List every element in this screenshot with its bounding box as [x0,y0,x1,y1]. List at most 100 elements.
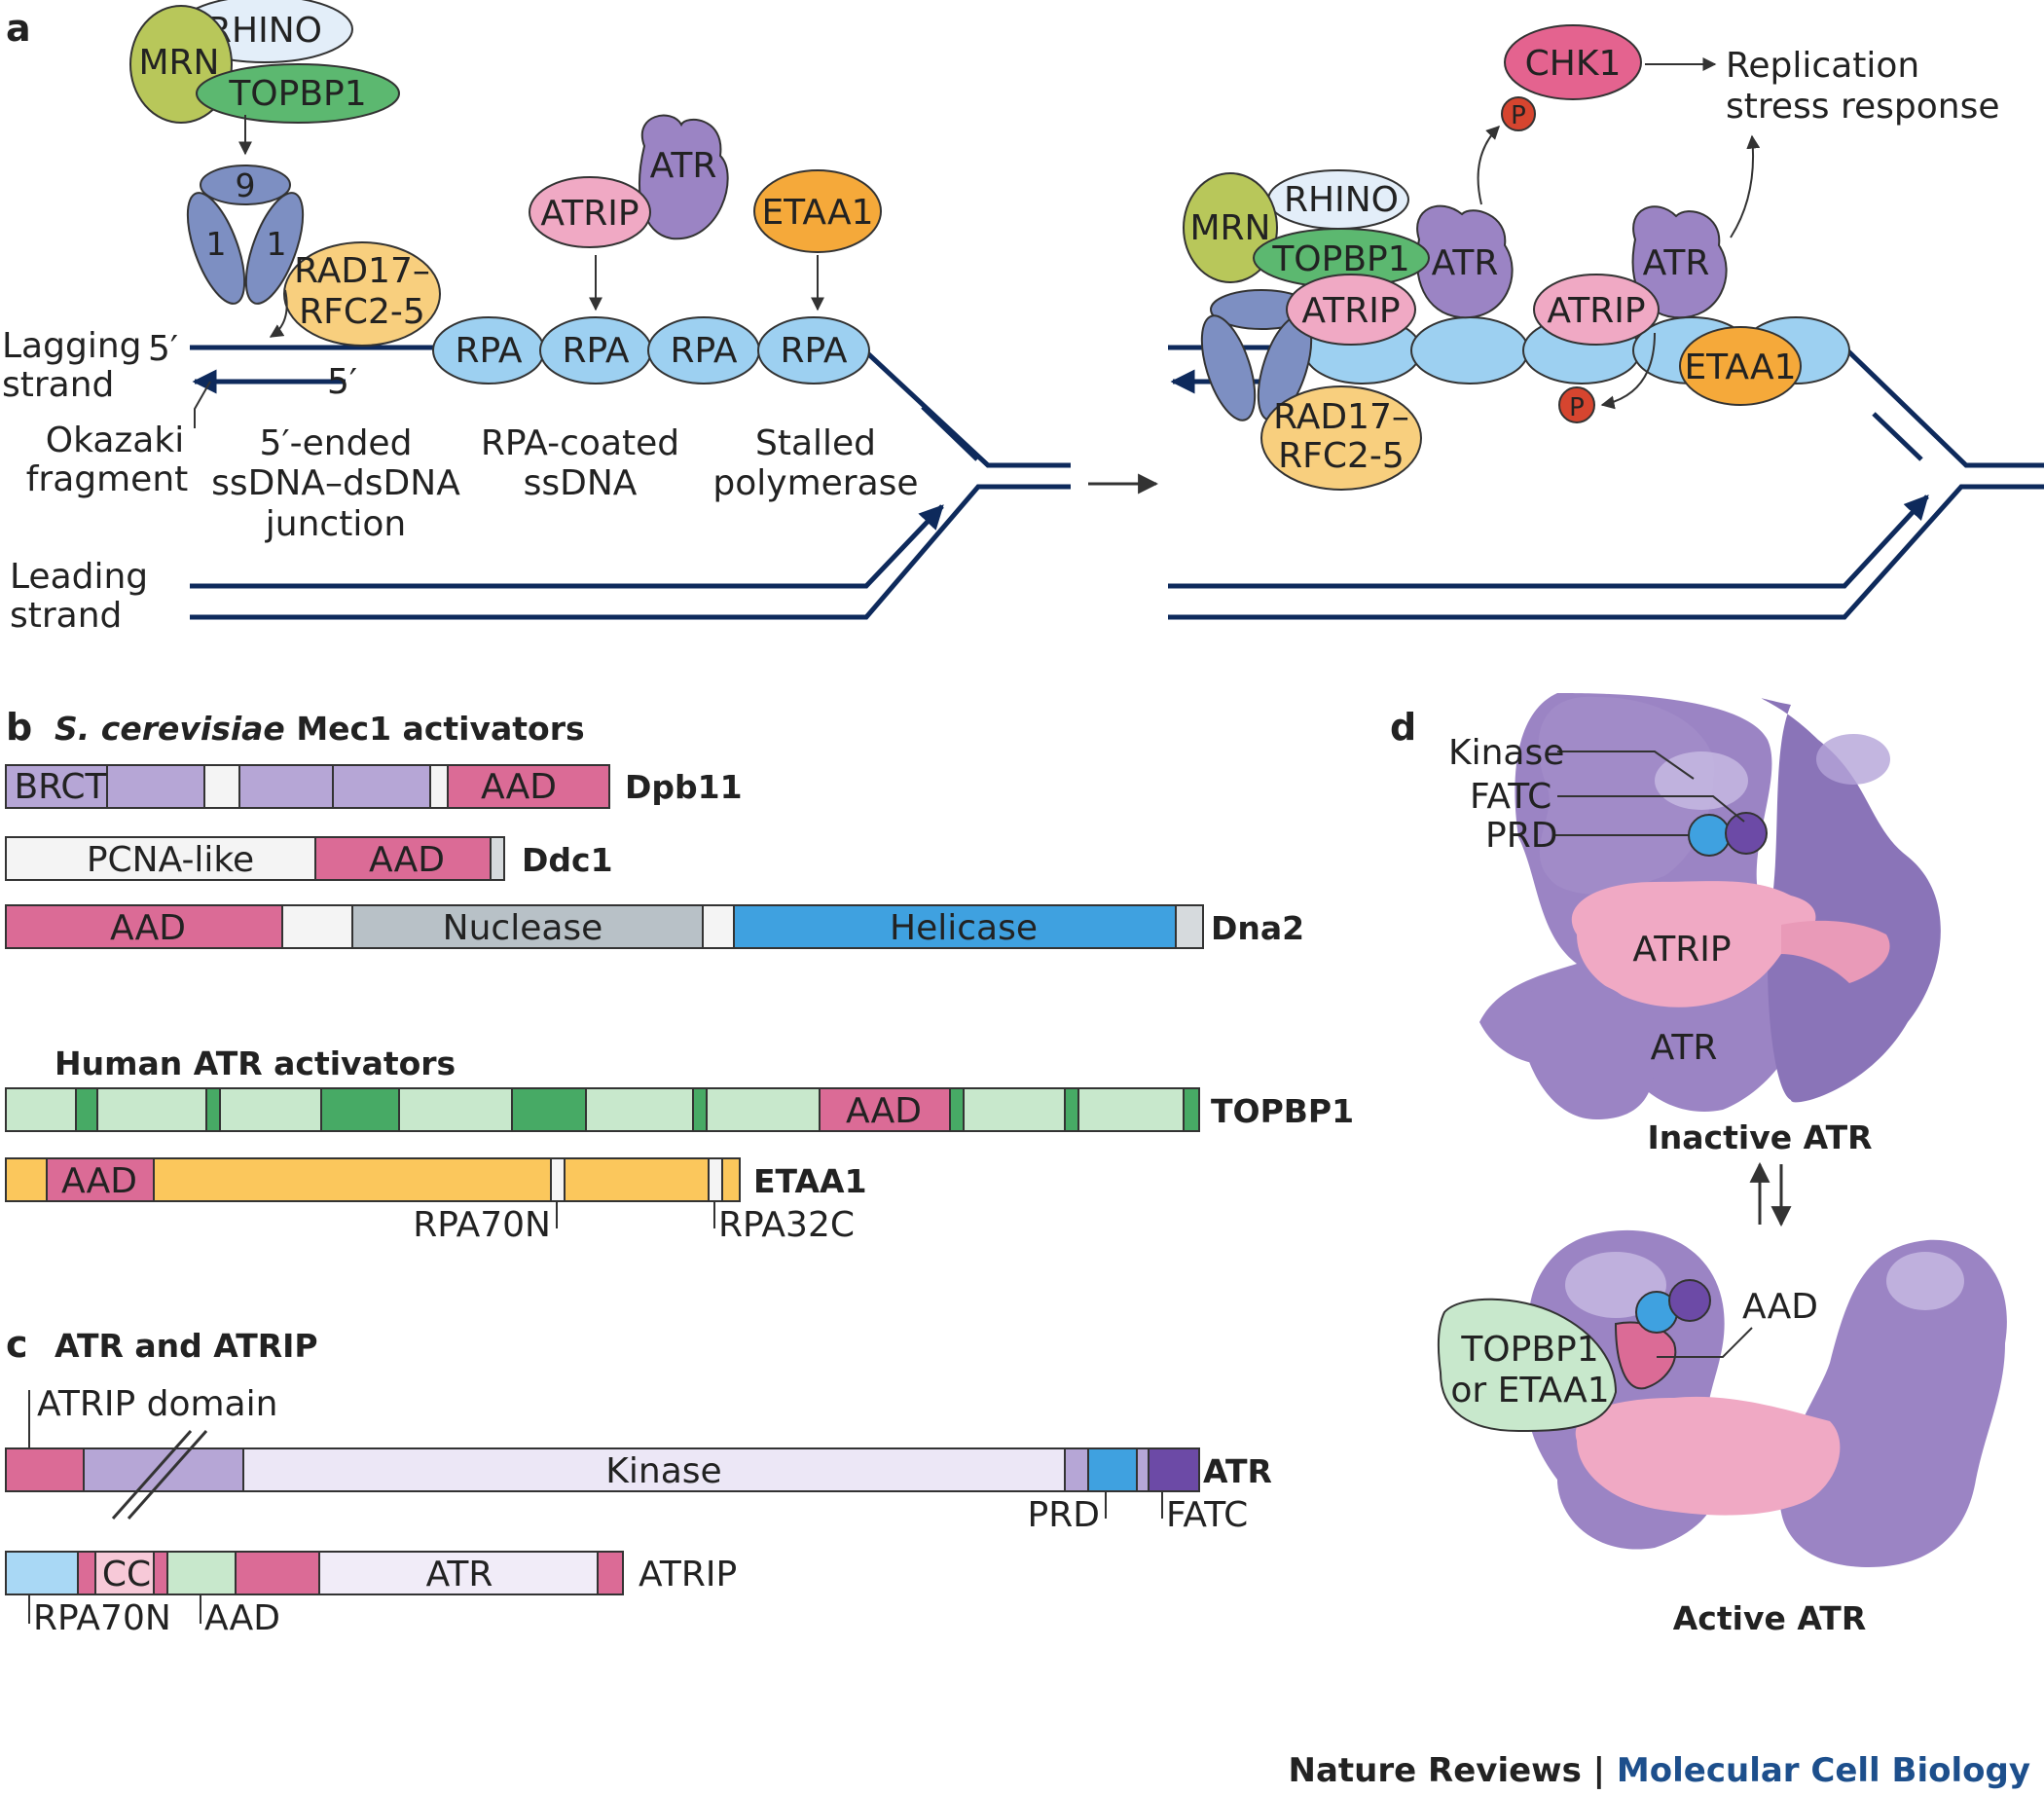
topbp1-bar: AAD [5,1087,1200,1132]
inactive-atr-label: ATR [1651,1028,1718,1068]
topbp1-label: TOPBP1 [228,74,366,114]
topbp1-brct-6 [949,1087,965,1132]
panel-b: b S. cerevisiae Mec1 activators BRCT AAD… [5,706,1354,1245]
atrip-end [597,1551,624,1595]
dpb11-brct-label: BRCT [14,767,107,807]
rad17-label-line1: RAD17– [294,251,430,291]
atr-prd [1087,1447,1138,1492]
panel-b-title: S. cerevisiae Mec1 activators [55,710,585,748]
footer-separator: | [1582,1751,1617,1790]
etaa1-rpa32c-label: RPA32C [718,1205,855,1245]
atr-kinase-end [1064,1447,1089,1492]
junction-label-line3: junction [265,504,406,544]
ddc1-aad-label: AAD [369,840,445,880]
right-mrn-label: MRN [1189,208,1270,248]
journal-credit: Nature Reviews | Molecular Cell Biology [1289,1751,2030,1790]
atr-heat-region [83,1447,244,1492]
ddc1-end [490,836,505,881]
atr-name: ATR [1203,1452,1272,1490]
right-atr-label-1: ATR [1432,243,1499,283]
active-activator-line1: TOPBP1 [1460,1330,1598,1370]
fatc-leader [1557,795,1745,823]
etaa1-label: ETAA1 [761,193,873,233]
inactive-prd-sphere [1688,814,1731,857]
okazaki-label-line2: fragment [26,459,189,499]
rpa-label-2: RPA [562,331,629,371]
left-fork-dna [190,345,1071,620]
rpa-phospho-circle [1558,386,1595,423]
panel-d-label: d [1390,706,1416,749]
etaa1-rpa32c-motif [708,1157,723,1202]
atrip-cc-core [94,1551,155,1595]
etaa1-rpa70n-label: RPA70N [413,1205,551,1245]
dna2-helicase [733,904,1177,949]
aad-leader [1657,1327,1753,1358]
atrip-rpa70n-label: RPA70N [33,1598,171,1638]
footer-section: Molecular Cell Biology [1617,1751,2030,1790]
ddc1-aad [314,836,492,881]
ddc1-pcna-label: PCNA-like [87,840,254,880]
atrip-bar: CC ATR [5,1551,624,1595]
right-leading-template [1168,484,2044,620]
atrip-domain-label: ATRIP domain [37,1384,277,1424]
chk1-activation-arrow [1477,126,1500,205]
topbp1-brct-7 [1064,1087,1079,1132]
clamp-subunit-9 [200,165,291,205]
active-activator-line2: or ETAA1 [1450,1371,1609,1410]
inactive-right-highlight [1816,734,1890,785]
footer-journal: Nature Reviews [1289,1751,1582,1790]
rad17-rfc-protein [283,241,441,347]
topbp1-brct-5 [692,1087,708,1132]
topbp1-brct-4 [511,1087,587,1132]
inactive-atr-base [1518,979,1655,1119]
okazaki-label-line1: Okazaki [46,421,184,460]
five-prime-lower: 5′ [327,362,357,402]
topbp1-backbone [5,1087,1200,1132]
active-kinase-highlight-right [1886,1252,1964,1310]
inactive-atrip-label: ATRIP [1632,930,1731,970]
dna2-linker-2 [702,904,735,949]
topbp1-brct-1 [75,1087,98,1132]
atr-kinase [242,1447,1066,1492]
topbp1-brct-2 [205,1087,221,1132]
active-activator-protein [1437,1298,1618,1433]
atrip-aad-domain [166,1551,237,1595]
chk1-phospho-label: P [1511,101,1526,130]
topbp1-brct-3 [320,1087,400,1132]
atrip-cc-label: CC [102,1555,151,1594]
right-etaa1-protein [1679,326,1802,406]
clamp-label-1b: 1 [267,225,287,263]
topbp1-aad-label: AAD [846,1091,922,1131]
leading-label-line2: strand [10,596,122,636]
atrip-aad-label: AAD [204,1598,280,1638]
right-atrip-label-2: ATRIP [1547,291,1645,331]
atr-response-arrow [1730,134,1761,238]
active-atr-title: Active ATR [1673,1599,1866,1637]
clamp-subunit-1b [244,192,305,305]
lagging-template [859,346,1071,468]
chk1-label: CHK1 [1525,44,1622,84]
active-atr-protomer-right [1779,1239,2007,1567]
etaa1-aad-label: AAD [61,1161,137,1201]
dpb11-linker-2 [429,764,449,809]
atr-break-mark-1 [111,1430,193,1520]
right-etaa1-label: ETAA1 [1684,348,1796,387]
panel-d-fatc-label: FATC [1470,777,1551,817]
topbp1-name: TOPBP1 [1211,1092,1354,1130]
clamp-label-9: 9 [236,166,256,204]
rpa-coated-label-line1: RPA-coated [481,423,679,463]
chk1-protein [1504,24,1642,100]
atrip-protein [529,176,651,248]
atr-label: ATR [650,146,717,186]
ddc1-bar: PCNA-like AAD [5,836,505,881]
rpa-phospho-label: P [1569,393,1585,422]
atr-atrip-domain [5,1447,85,1492]
atrip-atr-region [318,1551,599,1595]
panel-d: d ATRIP ATR Kinase FATC PRD Inactive ATR [1390,693,2007,1637]
clamp-label-1a: 1 [206,225,227,263]
kinase-leader [1557,751,1695,780]
panel-c: c ATR and ATRIP ATRIP domain Kinase ATR … [5,1323,1272,1638]
rad17-arrow [269,289,288,338]
right-polymerase-stub [1872,412,1923,461]
right-atrip-label-1: ATRIP [1301,291,1400,331]
